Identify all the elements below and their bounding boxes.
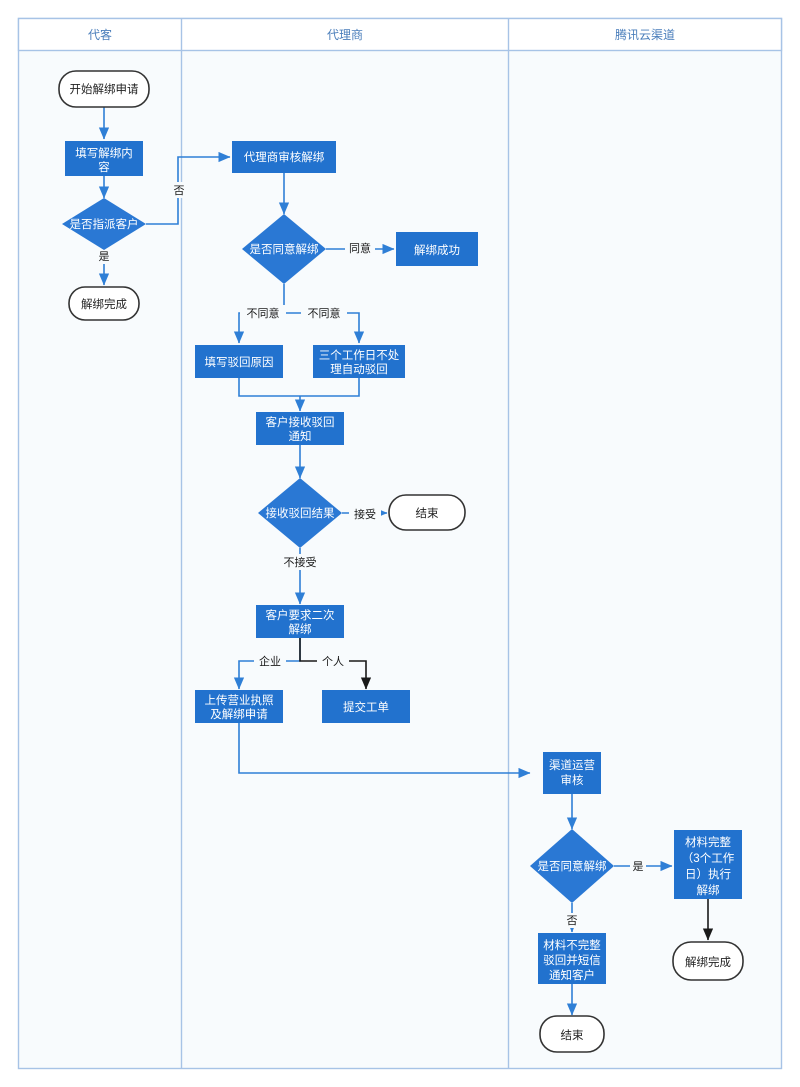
node-channel-review-label-1: 渠道运营 [549, 758, 595, 772]
node-second-request[interactable]: 客户要求二次 解绑 [256, 605, 344, 638]
node-agree2-decision[interactable]: 是否同意解绑 [530, 829, 614, 903]
node-customer-notify-label-1: 客户接收驳回 [266, 415, 335, 429]
node-start-label: 开始解绑申请 [70, 82, 139, 96]
node-agree2-label: 是否同意解绑 [538, 859, 607, 873]
node-fill-content-label-1: 填写解绑内 [75, 146, 133, 160]
node-reject-reason-label: 填写驳回原因 [205, 355, 274, 369]
node-materials-complete-label-1: 材料完整 [685, 835, 731, 849]
node-materials-complete-label-4: 解绑 [697, 883, 720, 897]
node-second-request-label-1: 客户要求二次 [266, 608, 335, 622]
edge-label-branch-company: 企业 [259, 654, 281, 668]
node-upload-license[interactable]: 上传营业执照 及解绑申请 [195, 690, 283, 723]
node-unbind-done-1[interactable]: 解绑完成 [68, 286, 140, 321]
node-end-1[interactable]: 结束 [388, 494, 466, 531]
lane-label-tencent: 腾讯云渠道 [615, 27, 675, 42]
node-second-request-label-2: 解绑 [289, 622, 312, 636]
node-accept-decision[interactable]: 接收驳回结果 [258, 478, 342, 548]
node-agent-review[interactable]: 代理商审核解绑 [232, 141, 336, 173]
node-submit-ticket-label: 提交工单 [343, 700, 389, 714]
edge-label-assign-no: 否 [174, 185, 185, 197]
lane-label-dailishang: 代理商 [327, 27, 363, 42]
node-auto-reject[interactable]: 三个工作日不处 理自动驳回 [313, 345, 405, 378]
node-materials-complete-label-3: 日）执行 [685, 867, 731, 881]
edge-label-branch-personal: 个人 [322, 655, 344, 668]
lane-label-daike: 代客 [88, 27, 112, 42]
node-submit-ticket[interactable]: 提交工单 [322, 690, 410, 723]
node-auto-reject-label-1: 三个工作日不处 [319, 349, 400, 362]
node-materials-complete[interactable]: 材料完整 （3个工作 日）执行 解绑 [674, 830, 742, 899]
node-materials-incomplete-label-2: 驳回并短信 [543, 953, 601, 967]
node-agree-label: 是否同意解绑 [250, 242, 319, 256]
lane-header-daike: 代客 [88, 27, 112, 42]
node-agree-decision[interactable]: 是否同意解绑 [242, 214, 326, 284]
lane-header-tencent: 腾讯云渠道 [615, 27, 675, 42]
edge-label-accept-yes: 接受 [354, 508, 376, 521]
node-channel-review[interactable]: 渠道运营 审核 [543, 752, 601, 794]
node-materials-incomplete-label-1: 材料不完整 [543, 938, 601, 952]
node-unbind-done-1-label: 解绑完成 [81, 297, 127, 311]
edge-label-agree-no-left: 不同意 [247, 306, 280, 320]
node-reject-reason[interactable]: 填写驳回原因 [195, 345, 283, 378]
node-assign-decision[interactable]: 是否指派客户 [62, 198, 146, 250]
node-assign-label: 是否指派客户 [70, 217, 139, 231]
edge-label-agree2-yes: 是 [633, 860, 644, 873]
edge-labels: 否 是 同意 不同意 不同意 接受 不接受 企业 个人 是 否 [96, 182, 646, 928]
node-unbind-success[interactable]: 解绑成功 [396, 232, 478, 266]
node-end-1-label: 结束 [416, 507, 439, 520]
lane-header-dailishang: 代理商 [327, 27, 363, 42]
node-fill-content[interactable]: 填写解绑内 容 [65, 141, 143, 176]
edge-reject-join-right [300, 378, 360, 397]
edge-label-agree2-no: 否 [567, 915, 578, 927]
node-upload-license-label-2: 及解绑申请 [210, 707, 268, 721]
node-materials-incomplete[interactable]: 材料不完整 驳回并短信 通知客户 [538, 933, 606, 984]
edge-label-accept-no: 不接受 [284, 556, 317, 569]
swimlane-frame [17, 17, 783, 1070]
node-unbind-done-2-label: 解绑完成 [685, 955, 731, 969]
node-customer-notify-label-2: 通知 [289, 429, 312, 443]
node-materials-complete-label-2: （3个工作 [682, 852, 735, 865]
node-unbind-success-label: 解绑成功 [414, 243, 460, 257]
edge-reject-join-left [238, 378, 300, 397]
edge-label-agree-yes: 同意 [349, 241, 371, 255]
node-upload-license-label-1: 上传营业执照 [205, 693, 274, 707]
node-agent-review-label: 代理商审核解绑 [244, 150, 325, 164]
edge-label-assign-yes: 是 [99, 250, 110, 263]
node-unbind-done-2[interactable]: 解绑完成 [672, 941, 744, 981]
node-accept-label: 接收驳回结果 [266, 506, 335, 520]
edge-upload-to-channel [238, 722, 531, 779]
node-channel-review-label-2: 审核 [561, 773, 584, 787]
node-materials-incomplete-label-3: 通知客户 [549, 968, 595, 982]
node-end-2[interactable]: 结束 [539, 1015, 605, 1053]
node-end-2-label: 结束 [561, 1029, 584, 1042]
edge-label-agree-no-right: 不同意 [308, 306, 341, 320]
node-customer-notify[interactable]: 客户接收驳回 通知 [256, 412, 344, 445]
node-start[interactable]: 开始解绑申请 [58, 70, 150, 108]
node-fill-content-label-2: 容 [98, 160, 110, 174]
node-auto-reject-label-2: 理自动驳回 [330, 363, 388, 376]
